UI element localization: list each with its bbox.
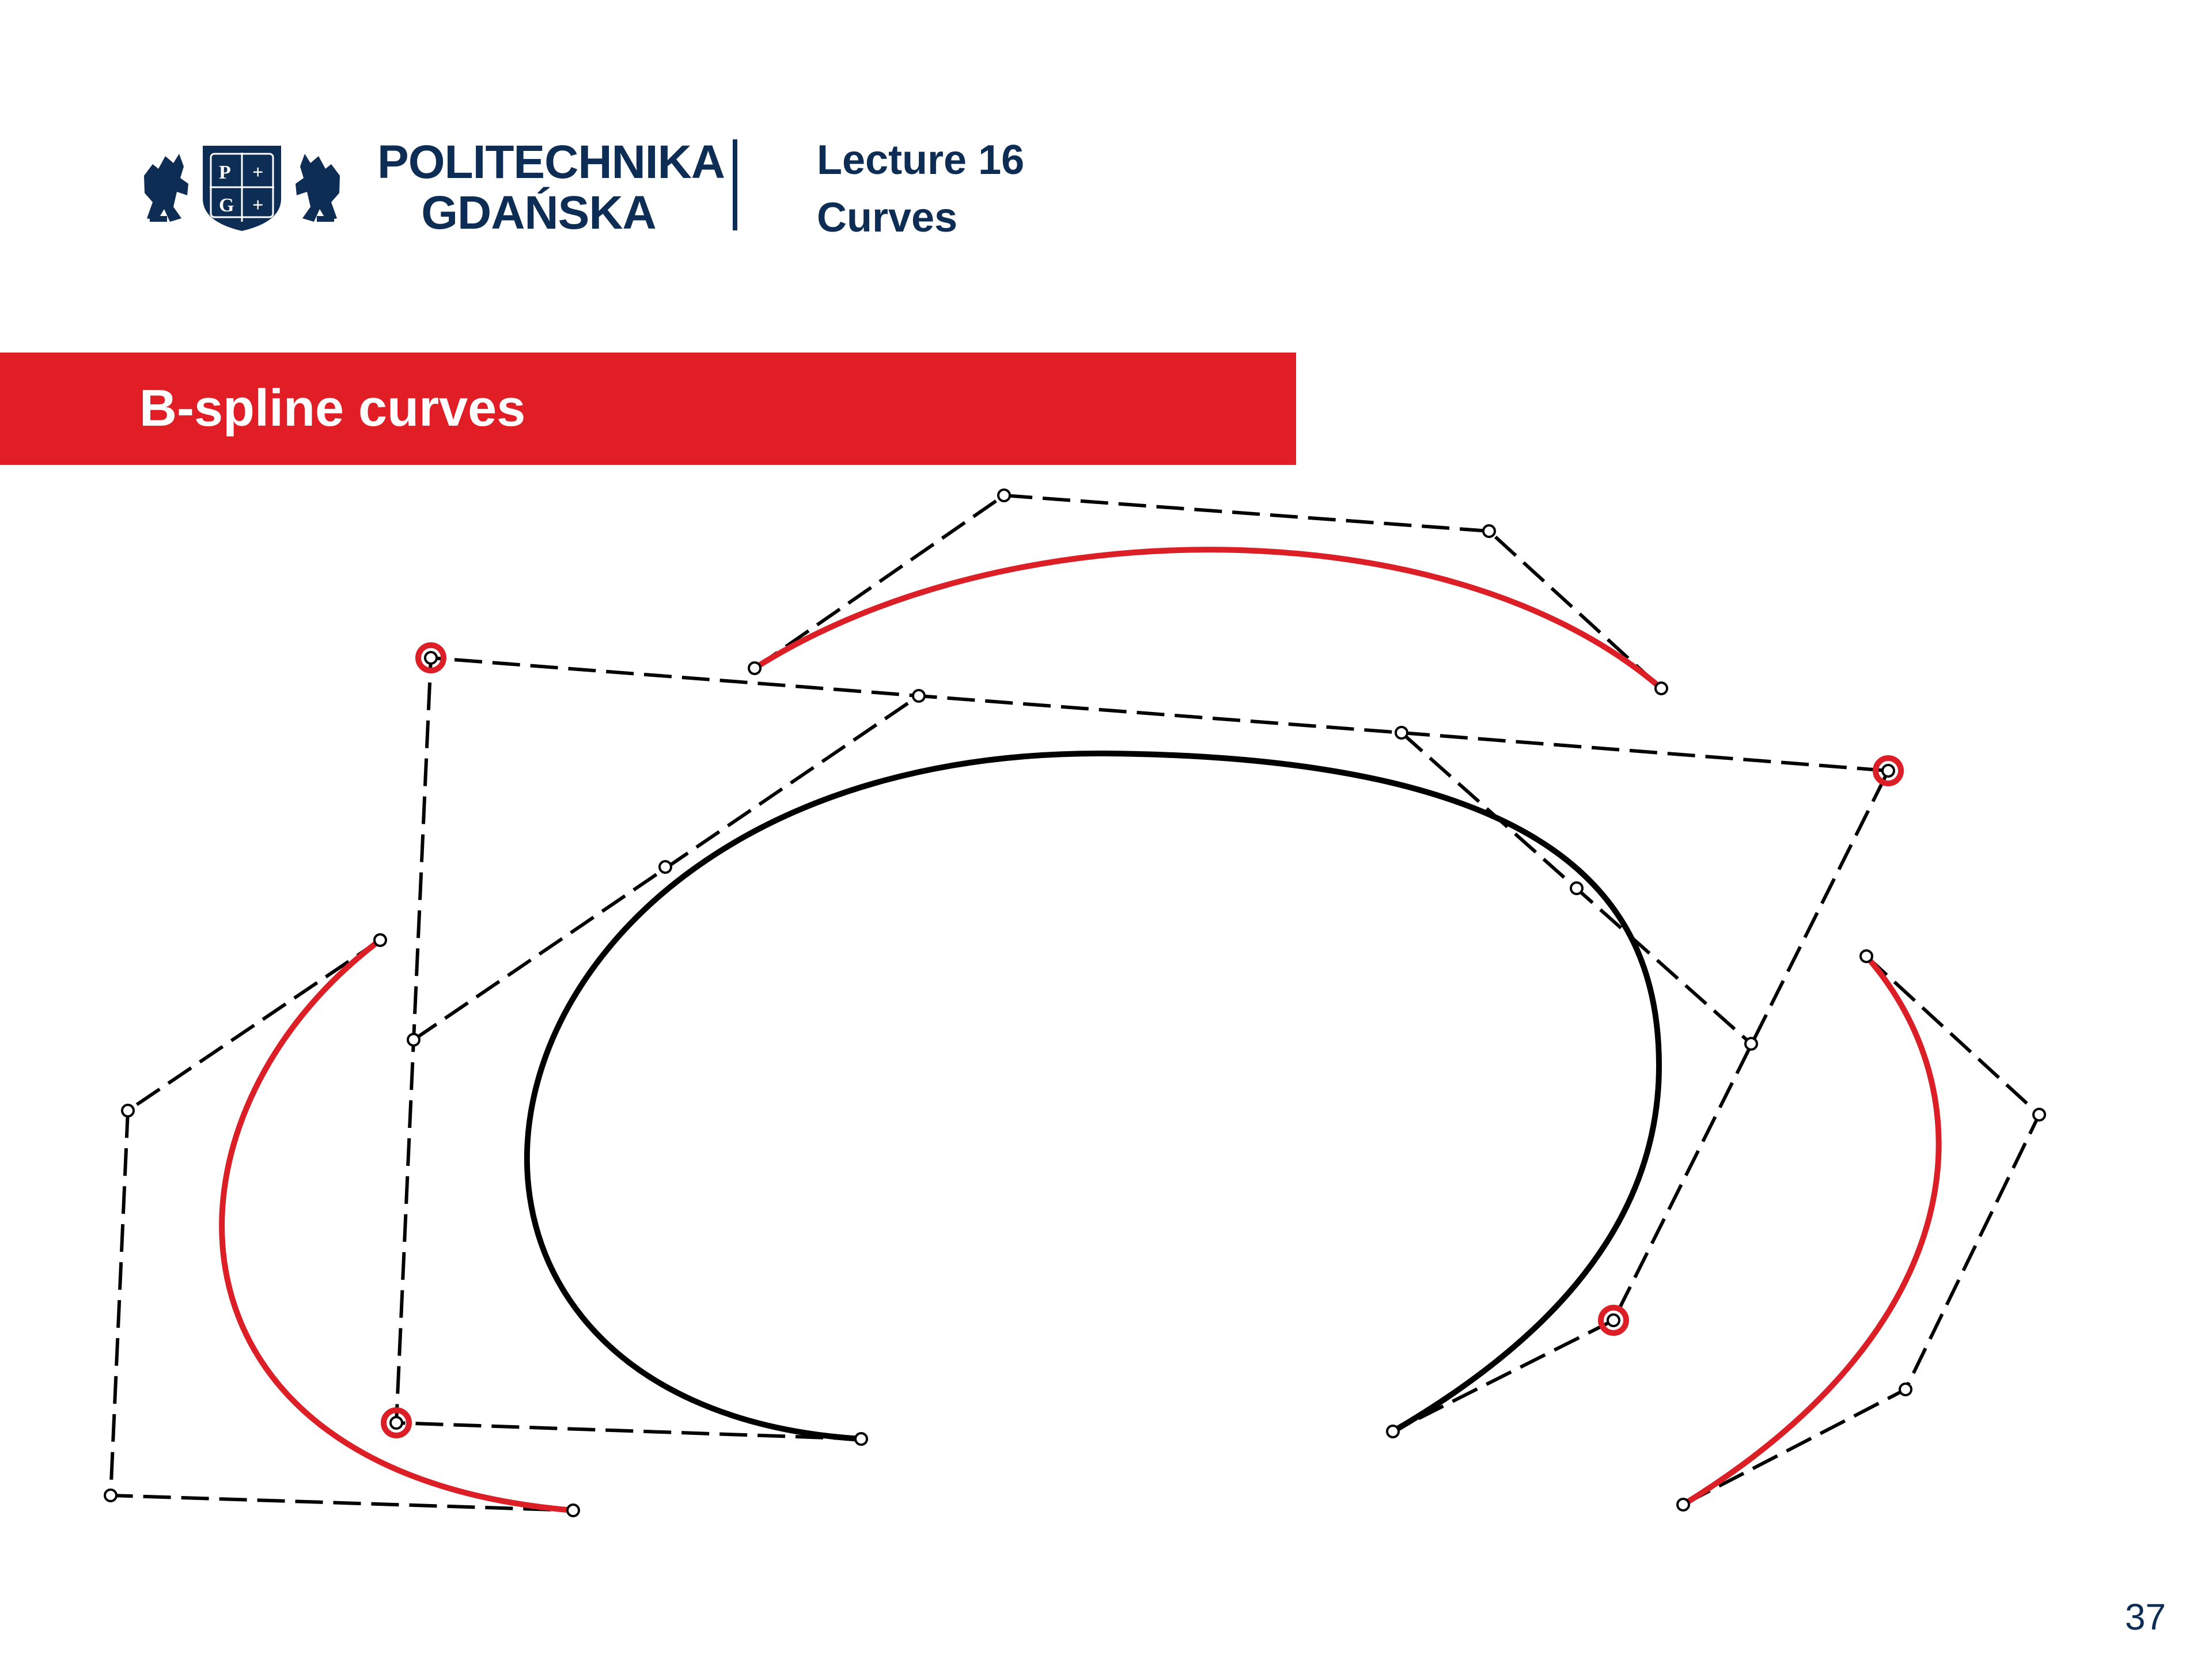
control-point <box>389 1416 403 1430</box>
black-curve-central <box>524 750 1662 1442</box>
control-point <box>373 933 387 947</box>
control-point <box>2032 1108 2046 1122</box>
control-point <box>1676 1498 1690 1512</box>
red-curve-top <box>752 547 1664 691</box>
control-point <box>1570 881 1584 895</box>
control-point <box>424 651 438 665</box>
header-divider <box>733 139 737 230</box>
highlight-ring <box>1873 755 1904 786</box>
control-point <box>566 1503 580 1517</box>
lecture-topic: Curves <box>817 195 958 241</box>
control-polygon-right <box>1682 955 2041 1506</box>
university-name-line2: GDAŃSKA <box>421 187 657 239</box>
lecture-info: Lecture 16 Curves <box>817 131 1024 247</box>
control-point <box>104 1488 118 1502</box>
highlight-ring <box>415 642 446 673</box>
control-point <box>912 689 926 703</box>
control-point <box>1607 1313 1620 1327</box>
university-crest-icon: P G + + <box>144 146 340 231</box>
logo-letter-g: G <box>219 195 234 216</box>
red-curve-left <box>219 937 576 1513</box>
highlight-ring <box>1598 1305 1629 1336</box>
control-point <box>407 1033 421 1047</box>
control-point <box>1744 1037 1758 1051</box>
control-point <box>121 1104 135 1118</box>
university-name: POLITECHNIKA GDAŃSKA <box>377 136 725 239</box>
slide-title: B-spline curves <box>139 380 526 437</box>
control-point <box>1654 681 1668 695</box>
control-polygon-left <box>108 938 574 1512</box>
control-point <box>1386 1425 1400 1438</box>
svg-text:+: + <box>252 162 263 183</box>
logo-letter-p: P <box>219 162 231 183</box>
control-point <box>997 488 1011 502</box>
control-polygon-central <box>394 656 1891 1441</box>
control-polygon-top <box>753 493 1663 690</box>
control-point <box>658 860 672 874</box>
svg-text:+: + <box>252 195 263 216</box>
control-point <box>1859 949 1873 963</box>
control-point <box>854 1432 868 1446</box>
control-point <box>1395 726 1408 740</box>
lecture-number: Lecture 16 <box>817 137 1025 183</box>
highlight-ring <box>381 1407 412 1438</box>
title-banner: B-spline curves <box>0 353 1296 465</box>
control-point <box>748 661 762 675</box>
control-point <box>1881 764 1895 778</box>
university-name-line1: POLITECHNIKA <box>377 136 725 188</box>
red-curve-right <box>1680 953 1942 1508</box>
control-point <box>1482 524 1496 538</box>
control-point <box>1899 1382 1912 1396</box>
page-number: 37 <box>2124 1596 2166 1638</box>
